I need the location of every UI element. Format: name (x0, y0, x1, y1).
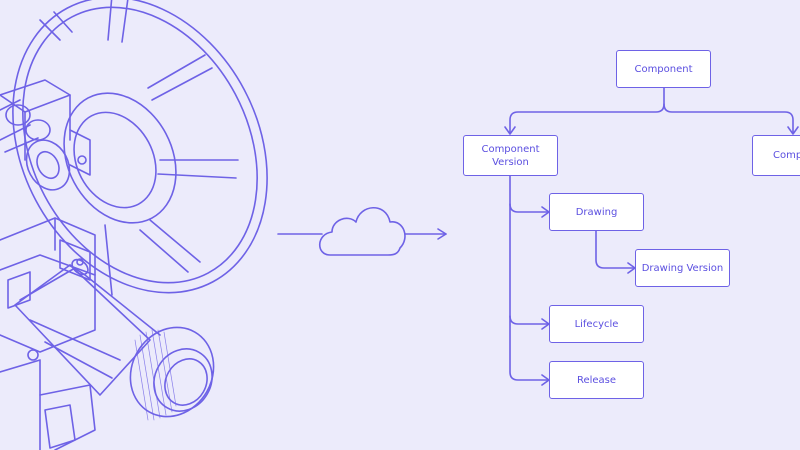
node-lifecycle: Lifecycle (549, 305, 644, 343)
node-component: Component (616, 50, 711, 88)
wheel-spokes (39, 0, 239, 296)
node-drawing: Drawing (549, 193, 644, 231)
wheel-hub (63, 92, 177, 224)
node-drawing-version: Drawing Version (635, 249, 730, 287)
node-component-right: Component (752, 135, 800, 176)
node-release: Release (549, 361, 644, 399)
nozzle-cone (14, 264, 151, 396)
node-component-version: Component Version (463, 135, 558, 176)
nozzle-tip (129, 326, 215, 418)
wheel-hub-inner (73, 111, 157, 209)
wheel-outer-inner (22, 6, 258, 284)
cloud-icon (318, 207, 406, 256)
wheel-outer (12, 0, 268, 294)
arrow-head (437, 228, 447, 240)
